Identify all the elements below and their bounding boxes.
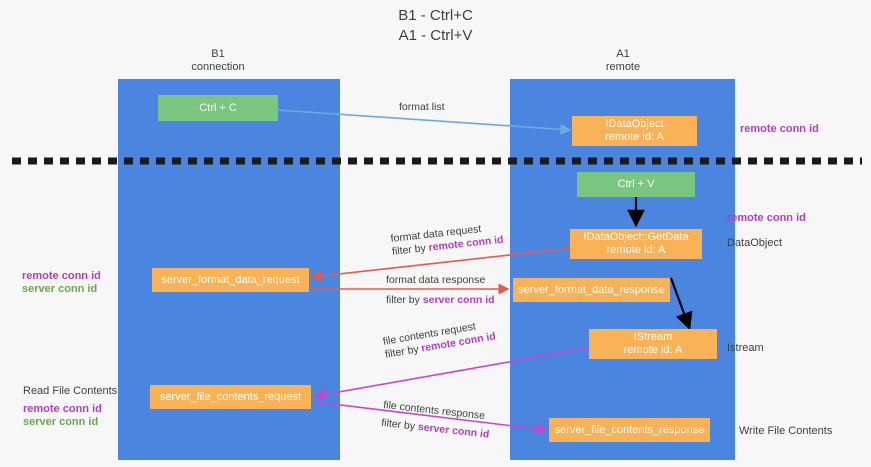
label-file-contents-response: file contents response filter by server … xyxy=(381,399,492,442)
box-server-file-contents-request-label: server_file_contents_request xyxy=(159,390,302,403)
filter-prefix: filter by xyxy=(386,294,423,306)
lane-header-b1: B1 connection xyxy=(158,48,278,74)
lane-header-a1: A1 remote xyxy=(563,48,683,74)
box-server-file-contents-request[interactable]: server_file_contents_request xyxy=(150,385,311,409)
box-ctrl-c[interactable]: Ctrl + C xyxy=(158,95,278,121)
filter-prefix: filter by xyxy=(380,416,419,433)
title-line-1: B1 - Ctrl+C xyxy=(398,7,473,24)
box-idataobject[interactable]: IDataObject remote id: A xyxy=(572,116,697,146)
lane-header-b1-line1: B1 xyxy=(211,48,225,60)
label-format-list-text: format list xyxy=(399,101,445,113)
lane-header-a1-line2: remote xyxy=(605,61,641,73)
label-format-data-request: format data request filter by remote con… xyxy=(390,221,504,259)
left-label-remote-conn-id-1: remote conn id xyxy=(22,270,101,282)
lane-header-a1-line1: A1 xyxy=(616,48,630,60)
box-ctrl-c-label: Ctrl + C xyxy=(199,101,237,114)
box-idataobject-getdata[interactable]: IDataObject::GetData remote id: A xyxy=(570,229,702,259)
page-title: B1 - Ctrl+C A1 - Ctrl+V xyxy=(0,6,871,46)
box-getdata-line1: IDataObject::GetData xyxy=(583,231,689,243)
box-istream[interactable]: IStream remote id: A xyxy=(589,329,717,359)
box-server-format-data-request-label: server_format_data_request xyxy=(161,273,300,286)
right-label-remote-conn-id-mid: remote conn id xyxy=(727,212,806,224)
left-label-remote-conn-id-2: remote conn id xyxy=(23,403,102,415)
label-format-data-response-main: format data response xyxy=(386,274,486,286)
box-server-format-data-request[interactable]: server_format_data_request xyxy=(152,268,309,292)
box-server-file-contents-response[interactable]: server_file_contents_response xyxy=(549,418,710,442)
left-label-server-conn-id-1: server conn id xyxy=(22,283,98,295)
label-format-data-response: format data response filter by server co… xyxy=(386,274,495,307)
left-label-server-conn-id-2: server conn id xyxy=(23,416,99,428)
box-ctrl-v-label: Ctrl + V xyxy=(617,178,655,190)
label-format-list: format list xyxy=(399,101,445,114)
right-label-write-file-contents: Write File Contents xyxy=(739,425,833,437)
box-server-format-data-response[interactable]: server_format_data_response xyxy=(513,278,670,302)
right-label-dataobject: DataObject xyxy=(727,237,783,249)
label-file-contents-request: file contents request filter by remote c… xyxy=(382,318,497,362)
filter-key-server-conn-id: server conn id xyxy=(417,420,490,441)
filter-prefix: filter by xyxy=(391,241,430,258)
right-label-istream: Istream xyxy=(727,342,764,354)
filter-key-server-conn-id: server conn id xyxy=(422,294,495,306)
box-idataobject-line1: IDataObject xyxy=(605,118,664,130)
box-ctrl-v[interactable]: Ctrl + V xyxy=(577,172,695,197)
box-server-format-data-response-label: server_format_data_response xyxy=(518,283,665,296)
title-line-2: A1 - Ctrl+V xyxy=(398,27,473,44)
label-format-data-response-filter: filter by server conn id xyxy=(386,294,495,307)
box-server-file-contents-response-label: server_file_contents_response xyxy=(554,423,705,436)
left-label-read-file-contents: Read File Contents xyxy=(23,385,118,397)
box-getdata-line2: remote id: A xyxy=(606,244,666,256)
box-idataobject-line2: remote id: A xyxy=(605,131,664,143)
right-label-remote-conn-id-top: remote conn id xyxy=(740,123,819,135)
lane-header-b1-line2: connection xyxy=(191,61,245,73)
box-istream-line2: remote id: A xyxy=(623,344,683,356)
box-istream-line1: IStream xyxy=(633,331,673,343)
